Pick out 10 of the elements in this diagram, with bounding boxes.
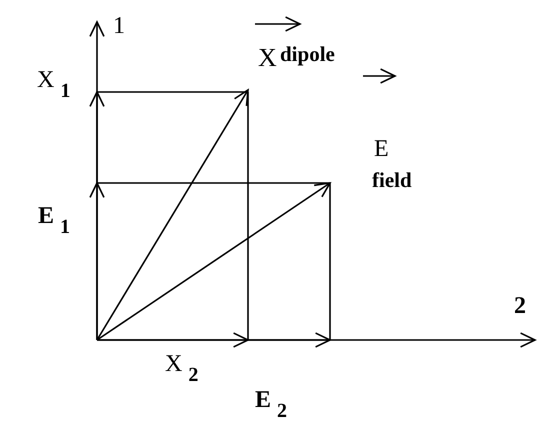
axis-label: E <box>374 137 389 161</box>
axis-label: 1 <box>113 14 125 38</box>
axis-label: X$_{2}$ <box>165 352 198 385</box>
axis-label: field <box>372 170 412 191</box>
axis-label: E$_{1}$ <box>38 204 70 237</box>
axis-label: E$_{2}$ <box>255 388 288 421</box>
axis-label: X <box>258 45 277 71</box>
axis-label: X$_{1}$ <box>37 68 70 101</box>
axis-label: 2 <box>514 294 526 318</box>
axis-label: dipole <box>280 44 335 65</box>
